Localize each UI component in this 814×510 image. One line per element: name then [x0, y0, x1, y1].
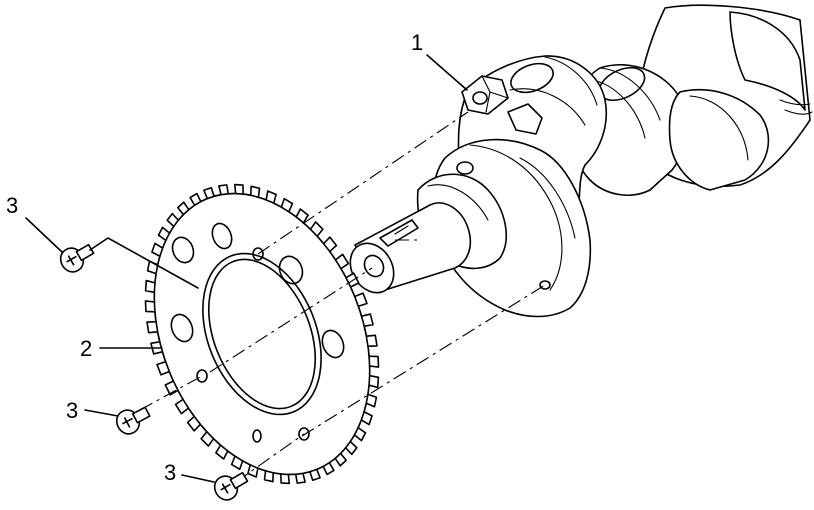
callout-1: 1: [411, 30, 424, 55]
screw: [59, 243, 95, 273]
callout-leaders: [25, 54, 468, 483]
sensor-ring: [144, 183, 380, 485]
crankshaft: [349, 4, 813, 318]
alignment-lines: [139, 111, 546, 483]
callout-3: 3: [164, 460, 177, 485]
callout-2: 2: [80, 336, 93, 361]
screw: [213, 471, 249, 501]
callout-3: 3: [6, 193, 19, 218]
screw: [115, 406, 151, 435]
screw-connector-line: [89, 237, 199, 289]
callout-3: 3: [66, 398, 79, 423]
